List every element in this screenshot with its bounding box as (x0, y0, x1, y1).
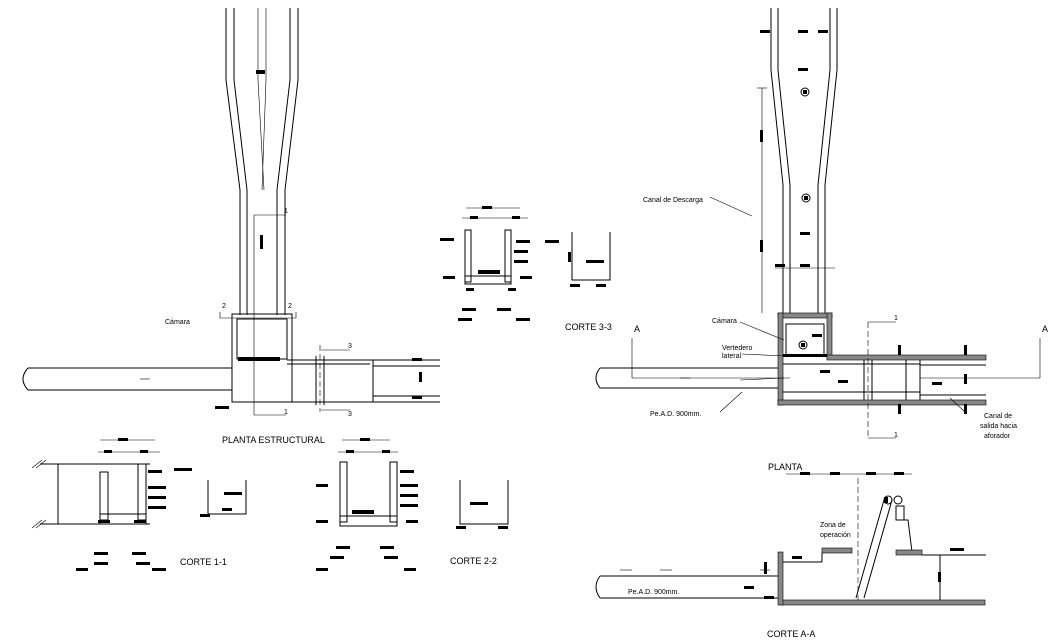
section-mark-3-bottom: 3 (348, 411, 352, 418)
canal-salida-line3: aforador (984, 433, 1011, 440)
section-mark-1-bottom: 1 (284, 409, 288, 416)
plan-view-right: Canal de Descarga Cámara Vertedero later… (595, 8, 1048, 440)
section-mark-1-right-top: 1 (894, 315, 898, 322)
camara-right-label: Cámara (712, 318, 737, 325)
zona-line1: Zona de (820, 522, 846, 529)
corte-1-1-title: CORTE 1-1 (180, 557, 227, 567)
zona-line2: operación (820, 532, 851, 539)
plan-view-title: PLANTA ESTRUCTURAL (222, 435, 325, 445)
corte-3-3-title: CORTE 3-3 (565, 322, 612, 332)
section-mark-2-right: 2 (288, 303, 292, 310)
canal-salida-line1: Canal de (984, 413, 1012, 420)
pipe-label-section: Pe.A.D. 900mm. (628, 589, 679, 596)
canal-descarga-label: Canal de Descarga (643, 197, 703, 204)
corte-a-a-title: CORTE A-A (767, 629, 815, 639)
pipe-label-plan: Pe.A.D. 900mm. (650, 411, 701, 418)
corte-3-3: CORTE 3-3 (440, 206, 612, 332)
plan-view-left: 1 1 2 2 3 3 Cámara PLANTA ESTRUCTURAL (22, 8, 440, 445)
section-mark-a-left: A (634, 324, 640, 334)
corte-a-a: PLANTA Zona de operación (595, 462, 986, 639)
section-mark-1-top: 1 (284, 208, 288, 215)
section-mark-1-right-bottom: 1 (894, 432, 898, 439)
planta-label: PLANTA (768, 462, 802, 472)
section-mark-a-right: A (1042, 324, 1048, 334)
corte-1-1: CORTE 1-1 (31, 438, 247, 571)
vertedero-label-line2: lateral (722, 353, 742, 360)
corte-2-2: CORTE 2-2 (316, 438, 509, 571)
section-mark-2-left: 2 (222, 303, 226, 310)
camara-label: Cámara (165, 319, 190, 326)
section-mark-3-top: 3 (348, 343, 352, 350)
vertedero-label-line1: Vertedero (722, 345, 752, 352)
canal-salida-line2: salida hacia (980, 423, 1017, 430)
corte-2-2-title: CORTE 2-2 (450, 556, 497, 566)
